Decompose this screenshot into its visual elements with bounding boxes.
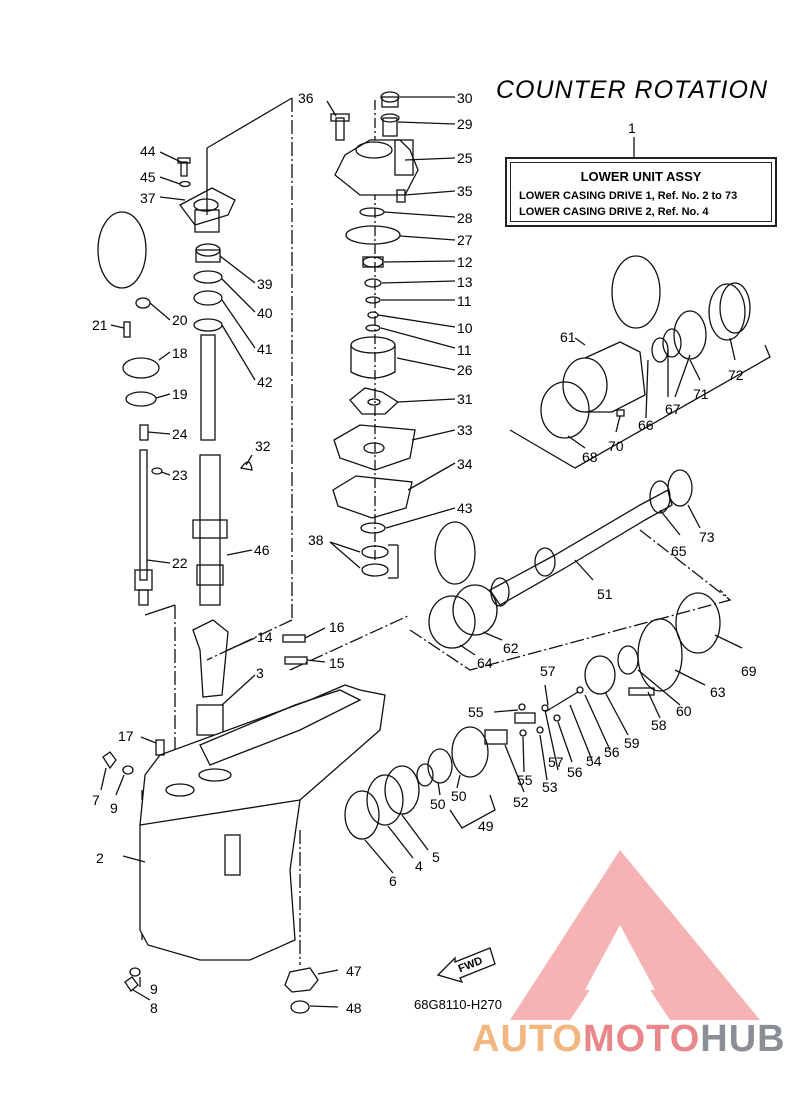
part-label-43: 43	[457, 500, 473, 516]
part-label-14: 14	[257, 629, 273, 645]
part-label-63: 63	[710, 684, 726, 700]
part-label-27: 27	[457, 232, 473, 248]
part-label-15: 15	[329, 655, 345, 671]
assembly-line-1: LOWER CASING DRIVE 1, Ref. No. 2 to 73	[519, 190, 738, 202]
part-label-9-lower: 9	[150, 981, 158, 997]
part-label-12: 12	[457, 254, 473, 270]
assembly-info-box: LOWER UNIT ASSY LOWER CASING DRIVE 1, Re…	[505, 157, 777, 227]
part-label-55: 55	[468, 704, 484, 720]
part-label-60: 60	[676, 703, 692, 719]
part-label-11: 11	[457, 293, 472, 309]
part-label-10: 10	[457, 320, 473, 336]
diagram-code: 68G8110-H270	[414, 997, 502, 1012]
part-label-18: 18	[172, 345, 188, 361]
part-label-57-b: 57	[548, 754, 564, 770]
part-label-55-b: 55	[517, 772, 533, 788]
part-label-50: 50	[430, 796, 446, 812]
assembly-line-2: LOWER CASING DRIVE 2, Ref. No. 4	[519, 206, 709, 218]
part-label-28: 28	[457, 210, 473, 226]
watermark-logo	[510, 850, 760, 1020]
part-label-53: 53	[542, 779, 558, 795]
part-label-54: 54	[586, 753, 602, 769]
part-label-42: 42	[257, 374, 273, 390]
part-label-30: 30	[457, 90, 473, 106]
part-label-35: 35	[457, 183, 473, 199]
part-label-11-lower: 11	[457, 342, 472, 358]
part-label-70: 70	[608, 438, 624, 454]
assembly-name: LOWER UNIT ASSY	[580, 169, 702, 184]
part-label-67: 67	[665, 401, 681, 417]
part-label-39: 39	[257, 276, 273, 292]
part-label-52: 52	[513, 794, 529, 810]
part-label-25: 25	[457, 150, 473, 166]
part-label-44: 44	[140, 143, 156, 159]
part-label-68: 68	[582, 449, 598, 465]
part-label-8: 8	[150, 1000, 158, 1016]
part-label-56-b: 56	[604, 744, 620, 760]
part-label-56: 56	[567, 764, 583, 780]
diagram-title: COUNTER ROTATION	[496, 76, 769, 104]
part-label-32: 32	[255, 438, 271, 454]
part-label-58: 58	[651, 717, 667, 733]
part-label-21: 21	[92, 317, 108, 333]
part-label-24: 24	[172, 426, 188, 442]
part-label-19: 19	[172, 386, 188, 402]
part-label-59: 59	[624, 735, 640, 751]
part-label-6: 6	[389, 873, 397, 889]
part-label-36: 36	[298, 90, 314, 106]
part-label-62: 62	[503, 640, 519, 656]
part-label-37: 37	[140, 190, 156, 206]
part-label-49: 49	[478, 818, 494, 834]
part-label-3: 3	[256, 665, 264, 681]
part-label-4: 4	[415, 858, 423, 874]
part-label-34: 34	[457, 456, 473, 472]
part-label-13: 13	[457, 274, 473, 290]
part-label-26: 26	[457, 362, 473, 378]
part-label-20: 20	[172, 312, 188, 328]
part-label-40: 40	[257, 305, 273, 321]
part-label-22: 22	[172, 555, 188, 571]
part-label-71: 71	[693, 386, 709, 402]
part-label-57: 57	[540, 663, 556, 679]
part-label-41: 41	[257, 341, 273, 357]
part-label-46: 46	[254, 542, 270, 558]
part-label-45: 45	[140, 169, 156, 185]
part-label-2: 2	[96, 850, 104, 866]
watermark-text: AUTOMOTOHUB	[472, 1018, 786, 1060]
part-label-51: 51	[597, 586, 613, 602]
part-label-7: 7	[92, 792, 100, 808]
part-label-65: 65	[671, 543, 687, 559]
part-label-47: 47	[346, 963, 362, 979]
part-label-69: 69	[741, 663, 757, 679]
part-label-73: 73	[699, 529, 715, 545]
part-label-72: 72	[728, 367, 744, 383]
part-label-50-b: 50	[451, 788, 467, 804]
part-label-23: 23	[172, 467, 188, 483]
part-label-33: 33	[457, 422, 473, 438]
part-label-61: 61	[560, 329, 576, 345]
part-label-31: 31	[457, 391, 473, 407]
part-label-64: 64	[477, 655, 493, 671]
part-label-5: 5	[432, 849, 440, 865]
part-label-29: 29	[457, 116, 473, 132]
part-label-48: 48	[346, 1000, 362, 1016]
part-label-1: 1	[628, 120, 636, 136]
part-label-9: 9	[110, 800, 118, 816]
part-label-17: 17	[118, 728, 134, 744]
part-label-38: 38	[308, 532, 324, 548]
part-label-66: 66	[638, 417, 654, 433]
part-label-16: 16	[329, 619, 345, 635]
